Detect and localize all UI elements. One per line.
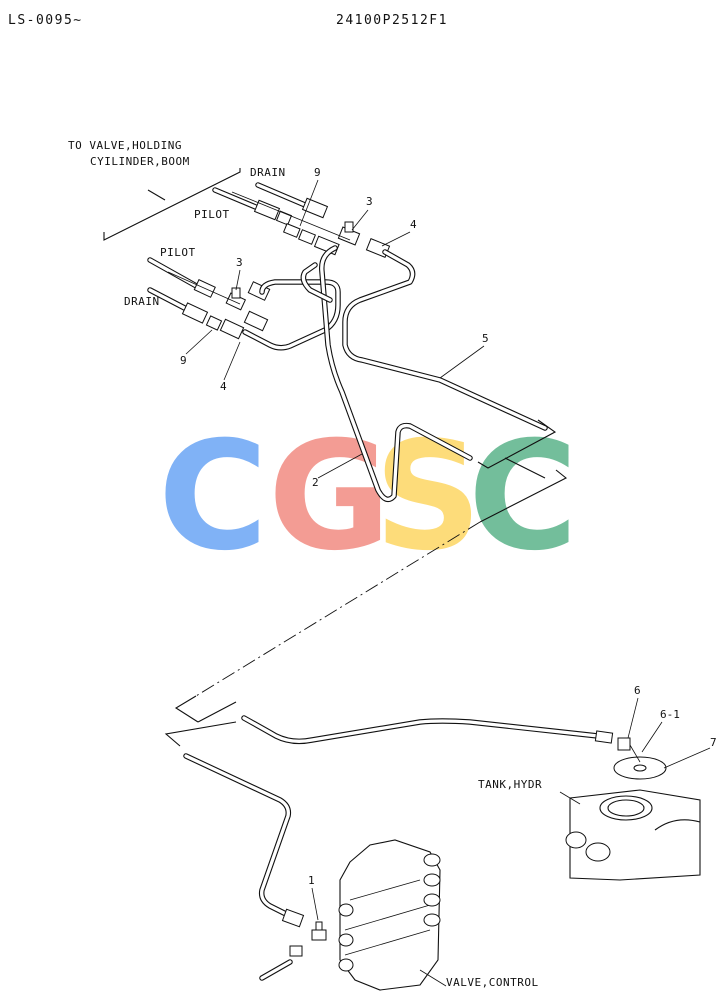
callout-9-lower: 9 bbox=[180, 354, 187, 367]
lower-fittings: PILOT DRAIN 3 9 4 bbox=[124, 246, 271, 393]
watermark: C G S C bbox=[158, 410, 578, 584]
callout-4-upper: 4 bbox=[410, 218, 417, 231]
callout-6: 6 bbox=[634, 684, 641, 697]
valve-control-label: VALVE,CONTROL bbox=[446, 976, 539, 989]
serial-range: LS-0095∼ bbox=[8, 13, 83, 28]
pilot-upper-label: PILOT bbox=[194, 208, 230, 221]
callout-6-1: 6-1 bbox=[660, 708, 680, 721]
watermark-letter-c1: C bbox=[158, 410, 268, 584]
upper-fittings: DRAIN PILOT 9 3 4 bbox=[194, 166, 417, 258]
drain-upper-label: DRAIN bbox=[250, 166, 286, 179]
callout-2: 2 bbox=[312, 476, 319, 489]
drain-lower-label: DRAIN bbox=[124, 295, 160, 308]
watermark-letter-c2: C bbox=[468, 410, 578, 584]
callout-1: 1 bbox=[308, 874, 315, 887]
callout-3-upper: 3 bbox=[366, 195, 373, 208]
callout-7: 7 bbox=[710, 736, 717, 749]
part-number: 24100P2512F1 bbox=[336, 13, 448, 28]
valve-control: VALVE,CONTROL bbox=[338, 839, 539, 991]
break-lines bbox=[164, 419, 568, 747]
pipe-bundle-lower: 1 bbox=[183, 715, 614, 981]
callout-9-upper: 9 bbox=[314, 166, 321, 179]
callout-4-lower: 4 bbox=[220, 380, 227, 393]
tank-hydraulic: TANK,HYDR 6 6-1 7 bbox=[478, 684, 717, 881]
pipe-bundle-upper: 5 2 bbox=[242, 245, 548, 503]
callout-5: 5 bbox=[482, 332, 489, 345]
watermark-letter-g: G bbox=[268, 410, 391, 584]
tank-label: TANK,HYDR bbox=[478, 778, 542, 791]
to-valve-bracket: TO VALVE,HOLDING CYILINDER,BOOM bbox=[68, 139, 241, 241]
to-valve-label-line2: CYILINDER,BOOM bbox=[90, 155, 190, 168]
callout-3-lower: 3 bbox=[236, 256, 243, 269]
pilot-lower-label: PILOT bbox=[160, 246, 196, 259]
to-valve-label-line1: TO VALVE,HOLDING bbox=[68, 139, 182, 152]
